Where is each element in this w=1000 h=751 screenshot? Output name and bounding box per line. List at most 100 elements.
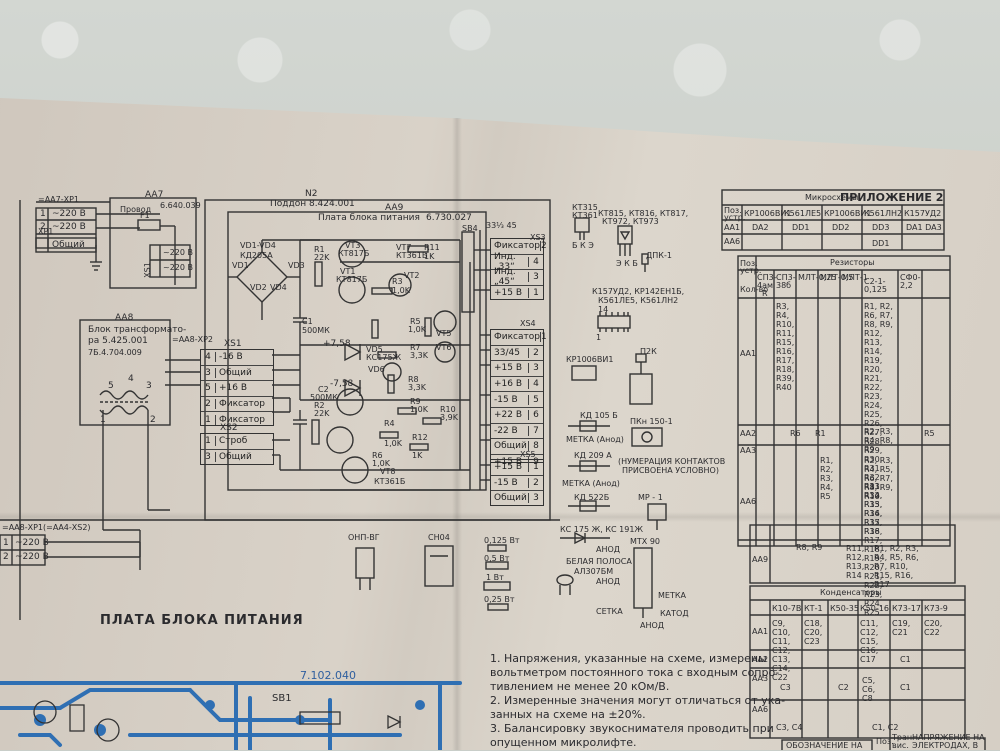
microcircuit-cell: DD2 (832, 223, 850, 232)
c2-value: 500МК (310, 393, 338, 402)
capacitor-type: К50-35 (830, 604, 859, 613)
device-label: АА1 (724, 223, 741, 232)
xs3-text: Инд. „45“ (494, 267, 516, 288)
capacitor-cell: C11, C12, C15, C16, C17 (860, 619, 879, 664)
device-label: АА1 (740, 349, 757, 358)
xs3-text: Инд. „33“ (494, 251, 516, 272)
xs4-pin: 1 (539, 332, 547, 343)
microcircuit-type: К157УД2 (904, 209, 942, 218)
vt8-type: КТ361Б (374, 477, 406, 486)
diode-bridge-label: VD1-VD4 (240, 241, 276, 250)
xs3-label: XS3 (530, 233, 546, 242)
capacitor-cell: C1 (900, 655, 911, 664)
device-label: АА2 (752, 655, 769, 664)
primary-pin: 1 (100, 415, 106, 425)
xs3-row: Инд. „33“4 (491, 251, 543, 272)
resistor-cell: R2, R3, R4, R8, R9 (864, 427, 893, 454)
n2-label: N2 (305, 189, 318, 199)
fold-horizontal (0, 512, 1000, 522)
component-label: МЕТКА (Анод) (562, 479, 620, 488)
resistor-label: R4 (384, 419, 395, 428)
device-label: АА9 (752, 555, 769, 564)
vd3-label: VD3 (288, 261, 305, 270)
aa9-label: AA9 (385, 203, 404, 213)
component-label: ОНП-ВГ (348, 533, 380, 542)
table-corner: Поз. (724, 206, 742, 215)
xs1-row: 5+16 В (201, 381, 273, 397)
xs4-text: -22 В (494, 425, 518, 436)
appendix-title: ПРИЛОЖЕНИЕ 2 (840, 191, 944, 204)
bottom-table-head: ЭЛЕКТРОДАХ, В (912, 741, 979, 750)
vd4-label: VD4 (270, 283, 287, 292)
resistor-type: МЛТ-1 (842, 273, 868, 282)
capacitor-cell: C5, C6, C8 (862, 676, 876, 703)
component-label: КД 209 А (574, 451, 612, 460)
sb1-label: SB1 (272, 693, 292, 704)
resistor-value: 1K (412, 451, 423, 460)
bottom-table-head: Тран- (892, 733, 915, 742)
component-label: АЛ307БМ (574, 567, 614, 576)
bottom-table-head: вис. (892, 741, 909, 750)
component-label: КТ315 (572, 203, 598, 212)
xs2-text: Строб (219, 436, 248, 447)
aa7-label: AA7 (145, 190, 164, 200)
vt7-type: КТ361Б (396, 251, 428, 260)
vt1-label: VT1 (340, 267, 356, 276)
sb4-label: SB4 (462, 224, 478, 233)
vd1-label: VD1 (232, 261, 249, 270)
xs1-text: -16 В (219, 352, 243, 363)
note-line: 1. Напряжения, указанные на схеме, измер… (490, 652, 767, 665)
xs3-text: Фиксатор (494, 241, 540, 252)
xs1-text: +16 В (219, 383, 248, 394)
aa7-pin: 2 (40, 222, 46, 232)
aa9-code: 6.730.027 (426, 213, 472, 223)
resistor-label: R10 (440, 405, 456, 414)
resistor-type: МЛТ-0,25 (798, 274, 837, 282)
resistor-cell: R1, R2, R6, R7, R8, R9, R12, R13, R14, R… (864, 302, 893, 536)
bottom-connector-label: =АА8-XP1(=АА4-XS2) (2, 523, 91, 532)
xs2-text: Общий (219, 451, 252, 462)
winding-pin: 3 (146, 381, 152, 391)
resistor-cell: R1 (815, 429, 826, 438)
xs3-row: +15 В 1 (491, 286, 543, 301)
note-line: вольтметром постоянного тока с входным с… (490, 666, 780, 679)
xs4-text: -15 В (494, 394, 518, 405)
component-label: МЕТКА (Анод) (566, 435, 624, 444)
resistor-value: 3,3K (410, 351, 428, 360)
xs3-pin: 1 (528, 288, 543, 299)
chip-pin-label: 1 (596, 333, 602, 342)
xs1-pin: 3 (201, 367, 216, 378)
aa8-label: AA8 (115, 313, 134, 323)
pcb-code: 7.102.040 (300, 669, 356, 682)
xs4-text: +15 В (494, 363, 523, 374)
xs5-text: -15 В (494, 477, 518, 488)
component-note: (НУМЕРАЦИЯ КОНТАКТОВ (618, 457, 726, 466)
capacitor-type: К73-9 (924, 604, 948, 613)
vt7-label: VT7 (396, 243, 412, 252)
xs5-label: XS5 (520, 450, 536, 459)
capacitor-type: К73-17 (892, 604, 921, 613)
aa7-common: Общий (52, 240, 85, 250)
microcircuit-type: КР1006ВИ1 (744, 209, 792, 218)
xs4-pin: 2 (528, 347, 543, 358)
xs3-text: +15 В (494, 288, 523, 299)
note-line: 3. Балансировку звукоснимателя проводить… (490, 722, 774, 735)
microcircuit-type: К561ЛН2 (864, 209, 903, 218)
vt1-type: КТ817Б (336, 275, 368, 284)
microcircuit-title: Микросхемы (805, 193, 859, 202)
resistor-label: R11 (424, 243, 440, 252)
r2-value: 22K (314, 409, 330, 418)
capacitor-cell: C2 (838, 683, 849, 692)
primary-pin: 2 (150, 415, 156, 425)
board-title: ПЛАТА БЛОКА ПИТАНИЯ (100, 613, 304, 628)
xs2-pin: 1 (201, 436, 216, 447)
capacitor-cell: C1, C2 (872, 723, 899, 732)
component-label: КД 522Б (574, 493, 610, 502)
table-corner: Поз. (740, 259, 758, 268)
